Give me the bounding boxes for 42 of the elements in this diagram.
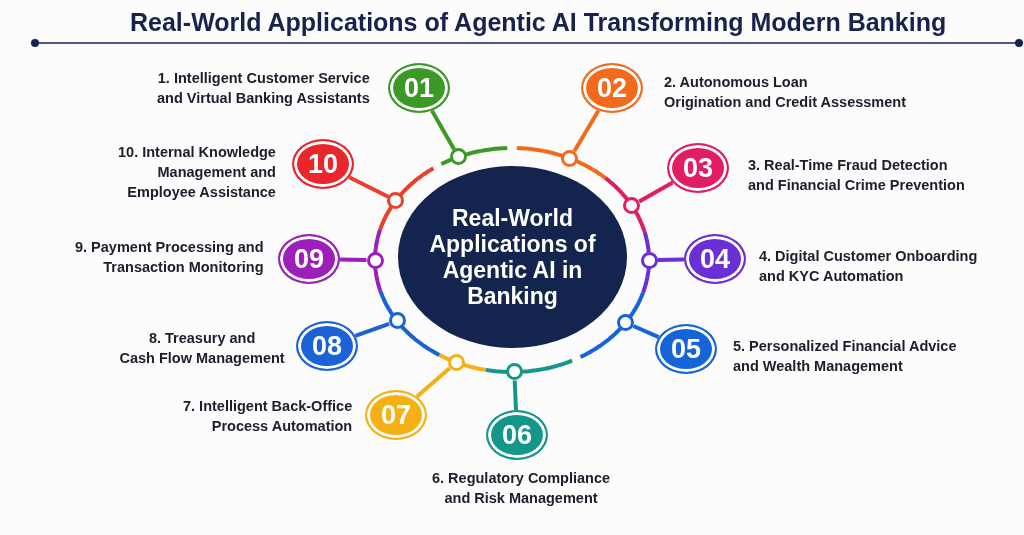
number-badge: 02	[581, 63, 643, 113]
number-badge: 06	[486, 410, 548, 460]
number-badge: 10	[292, 139, 354, 189]
connector-line	[657, 257, 685, 262]
application-label: 3. Real-Time Fraud Detection and Financial Crime Prevention	[748, 156, 965, 195]
application-label: 5. Personalized Financial Advice and Wealth Management	[733, 337, 957, 376]
connector-ring	[388, 312, 406, 330]
connector-line	[354, 321, 390, 338]
connector-line	[430, 109, 456, 151]
connector-ring	[449, 148, 467, 166]
number-badge: 08	[296, 321, 358, 371]
application-label: 9. Payment Processing and Transaction Monitoring	[75, 238, 264, 277]
application-label: 7. Intelligent Back-Office Process Automation	[183, 397, 353, 436]
number-badge: 04	[684, 234, 746, 284]
connector-ring	[505, 363, 523, 381]
connector-line	[572, 109, 601, 153]
connector-line	[638, 180, 674, 204]
connector-ring	[387, 192, 405, 210]
connector-line	[632, 324, 660, 339]
number-badge: 05	[655, 324, 717, 374]
hub-ellipse: Real-World Applications of Agentic AI in Banking	[398, 166, 627, 348]
application-label: 1. Intelligent Customer Service and Virtual Banking Assistants	[157, 69, 370, 108]
application-label: 6. Regulatory Compliance and Risk Management	[432, 469, 611, 508]
connector-line	[512, 380, 518, 411]
number-badge: 01	[388, 63, 450, 113]
connector-ring	[366, 251, 384, 269]
number-badge: 03	[667, 143, 729, 193]
application-label: 10. Internal Knowledge Management and Employee Assistance	[118, 143, 276, 202]
connector-ring	[561, 150, 579, 167]
connector-ring	[617, 314, 635, 332]
application-label: 8. Treasury and Cash Flow Management	[119, 329, 285, 368]
number-badge: 07	[365, 390, 427, 440]
title-heading: Real-World Applications of Agentic AI Transforming Modern Banking	[130, 7, 947, 37]
connector-line	[339, 257, 367, 262]
application-label: 2. Autonomous Loan Origination and Credit Assessment	[664, 73, 906, 112]
connector-line	[415, 366, 452, 399]
application-label: 4. Digital Customer Onboarding and KYC Automation	[759, 247, 978, 286]
connector-ring	[623, 197, 641, 215]
connector-ring	[447, 353, 465, 371]
connector-line	[348, 175, 390, 199]
connector-ring	[640, 251, 658, 269]
number-badge: 09	[278, 234, 340, 284]
